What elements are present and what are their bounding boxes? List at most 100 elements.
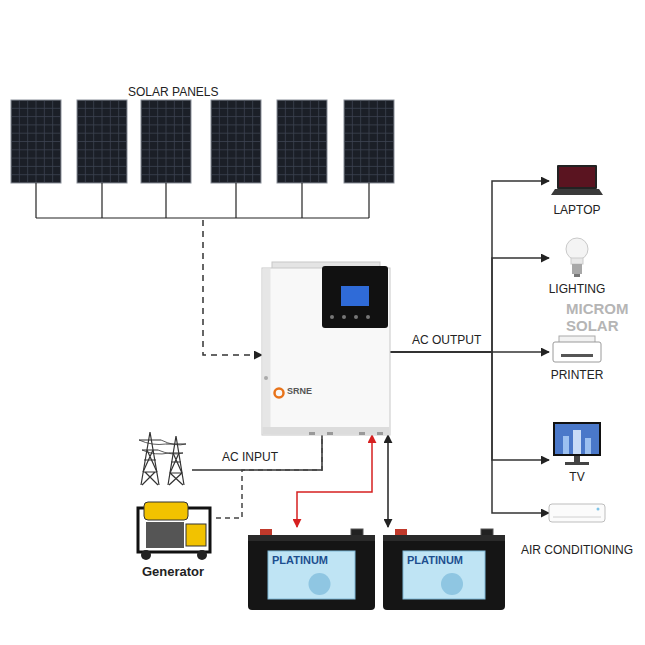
bulb-glass — [566, 238, 588, 260]
negative-terminal — [351, 529, 363, 536]
tower-bracing — [169, 453, 183, 485]
node-illustration — [549, 332, 605, 368]
panel-cell-line — [78, 158, 126, 159]
node-label: PLATINUM — [407, 554, 463, 567]
solar-panel — [277, 100, 327, 183]
panel-cell-line — [142, 166, 190, 167]
watermark: MICROM SOLAR — [566, 300, 638, 334]
positive-terminal — [395, 529, 407, 536]
panel-cell-line — [278, 124, 326, 125]
panel-cell-line — [345, 124, 393, 125]
lion-emblem — [441, 573, 463, 595]
bulb-neck — [571, 258, 583, 264]
button — [366, 315, 370, 319]
panel-cell-line — [212, 133, 260, 134]
panel-cell-line — [78, 166, 126, 167]
battery-body — [383, 535, 505, 610]
tv-frame — [553, 422, 601, 456]
engine — [146, 522, 184, 548]
panel-cell-line — [212, 166, 260, 167]
panel-cell-line — [278, 116, 326, 117]
panel-cell-line — [142, 149, 190, 150]
solar-panel — [211, 100, 261, 183]
panel-cell-line — [212, 116, 260, 117]
panel-cell-line — [78, 141, 126, 142]
lcd-display — [341, 286, 369, 306]
node-label: AIR CONDITIONING — [521, 543, 633, 557]
laptop-display — [559, 167, 595, 187]
panel-cell-line — [345, 166, 393, 167]
tv-stand — [574, 456, 580, 462]
cable-port — [359, 432, 365, 435]
air-conditioner-device: AIR CONDITIONING — [549, 500, 605, 526]
connector — [390, 352, 549, 513]
node-illustration — [248, 527, 375, 610]
panel-cell-line — [212, 108, 260, 109]
laptop-device: LAPTOP — [549, 163, 605, 199]
panel-cell-line — [345, 108, 393, 109]
connector — [203, 220, 262, 355]
panel-cell-line — [212, 158, 260, 159]
panel-cell-line — [142, 133, 190, 134]
solar-panel-array: SOLAR PANELS — [10, 84, 396, 220]
panel-wire — [101, 183, 102, 218]
ac-light — [597, 508, 600, 511]
bulb-tip — [574, 274, 580, 277]
solar-panel — [141, 100, 191, 183]
side-port — [264, 376, 268, 380]
wheel — [197, 550, 207, 560]
connector — [390, 258, 549, 352]
node-illustration — [262, 262, 390, 435]
panel-cell-line — [12, 133, 60, 134]
panel-cell-line — [278, 158, 326, 159]
connector — [390, 352, 549, 460]
node-label: LAPTOP — [553, 203, 600, 217]
fuel-tank — [144, 502, 188, 520]
tv-device: TV — [549, 420, 605, 470]
panel-cell-line — [278, 166, 326, 167]
panel-cell-line — [278, 174, 326, 175]
tower-bracing — [142, 450, 158, 485]
connector — [216, 435, 322, 518]
node-label: SOLAR PANELS — [128, 85, 218, 99]
panel-cell-line — [142, 158, 190, 159]
panel-cell-line — [212, 174, 260, 175]
tv-picture — [573, 430, 581, 454]
connector — [387, 435, 389, 527]
brand-logo — [275, 389, 284, 398]
inverter-side — [263, 269, 271, 435]
tv-screen — [555, 424, 599, 454]
panel-cell-line — [212, 124, 260, 125]
solar-panel — [11, 100, 61, 183]
battery-body — [248, 535, 375, 610]
panel-cell-line — [78, 149, 126, 150]
screen-panel — [322, 266, 388, 328]
tv-picture — [563, 436, 569, 454]
ac-louver — [553, 517, 601, 518]
node-label: LIGHTING — [549, 282, 606, 296]
node-illustration — [383, 527, 505, 610]
panel-cell-line — [212, 149, 260, 150]
power-wires — [139, 440, 186, 454]
panel-cell-line — [12, 174, 60, 175]
panel-cell-line — [278, 141, 326, 142]
panel-cell-line — [78, 174, 126, 175]
cable-port — [309, 432, 315, 435]
panel-cell-line — [12, 149, 60, 150]
ac-unit — [549, 504, 605, 522]
battery-rim — [383, 535, 505, 541]
ac-input-wire — [192, 435, 322, 470]
cable-port — [377, 432, 383, 435]
printer-body — [553, 342, 601, 362]
panel-cell-line — [78, 108, 126, 109]
tv-picture — [585, 438, 591, 454]
node-label: PRINTER — [551, 368, 604, 382]
cable-port — [327, 432, 333, 435]
lighting-device: LIGHTING — [549, 236, 605, 280]
bulb-base — [572, 264, 582, 274]
panel-cell-line — [345, 141, 393, 142]
panel-wire — [35, 183, 36, 218]
panel-wire — [165, 183, 166, 218]
node-label: TV — [569, 470, 584, 484]
edge-label: AC OUTPUT — [410, 333, 483, 347]
